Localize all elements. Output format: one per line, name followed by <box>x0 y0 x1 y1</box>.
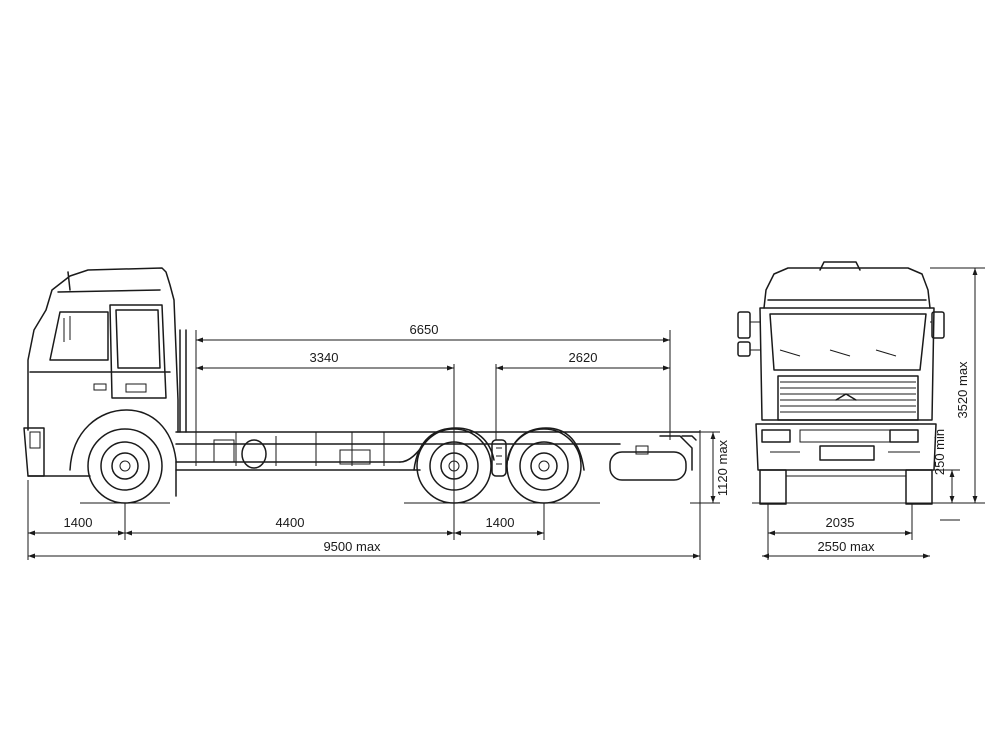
front-wheel <box>87 428 163 504</box>
label-overall-width: 2550 max <box>817 539 875 554</box>
dimension-labels: 6650 3340 2620 1400 4400 1400 9500 max 1… <box>64 322 970 554</box>
front-grille <box>777 375 919 421</box>
label-wheelbase: 4400 <box>276 515 305 530</box>
label-front-overhang: 1400 <box>64 515 93 530</box>
label-overall-height: 3520 max <box>955 361 970 419</box>
label-track-width: 2035 <box>826 515 855 530</box>
label-frame-length: 6650 <box>410 322 439 337</box>
label-front-to-mid-axle: 3340 <box>310 350 339 365</box>
dimension-lines <box>27 267 985 560</box>
label-rear-overhang: 2620 <box>569 350 598 365</box>
cab-side <box>23 267 179 497</box>
label-bogie-spacing: 1400 <box>486 515 515 530</box>
label-overall-length: 9500 max <box>323 539 381 554</box>
rear-bogie <box>413 427 585 504</box>
chassis-frame <box>175 431 701 471</box>
label-ground-clearance: 250 min <box>932 429 947 475</box>
label-frame-height: 1120 max <box>715 439 730 496</box>
truck-front-view <box>737 261 946 505</box>
truck-side-view <box>23 267 701 504</box>
rear-tank <box>609 435 697 481</box>
